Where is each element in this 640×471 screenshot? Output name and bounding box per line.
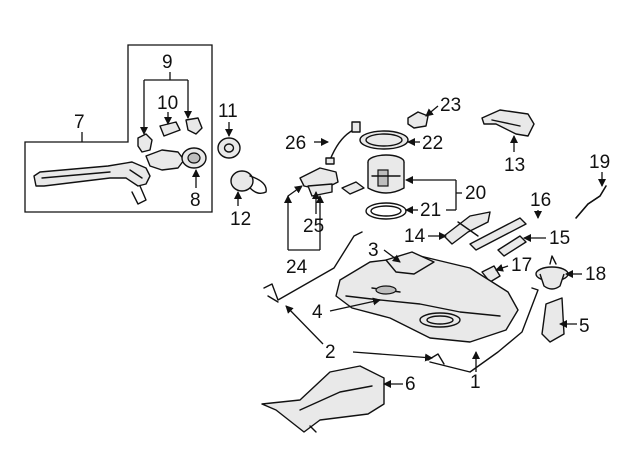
callout-label-7: 7: [74, 112, 85, 133]
callout-label-11: 11: [218, 101, 238, 122]
vent-tube-part: [575, 185, 607, 219]
fuel-gauge-float-part: [535, 255, 569, 290]
leader-lines: [81, 72, 606, 388]
callout-label-9: 9: [162, 52, 173, 73]
callout-label-4: 4: [312, 302, 323, 323]
callout-label-13: 13: [504, 155, 525, 176]
callout-label-25: 25: [303, 216, 324, 237]
filler-pipe-part: [33, 149, 185, 205]
sender-unit-part: [407, 111, 429, 129]
callout-label-24: 24: [286, 257, 308, 278]
pump-seal-ring-part: [359, 130, 409, 150]
callout-label-17: 17: [511, 255, 532, 276]
skid-plate-part: [261, 365, 385, 433]
callout-label-5: 5: [579, 316, 590, 337]
vent-hose-parts: [443, 211, 527, 257]
callout-label-14: 14: [404, 226, 426, 247]
callout-label-8: 8: [190, 190, 201, 211]
callout-label-6: 6: [405, 374, 416, 395]
fuel-cap-tether-part: [230, 170, 267, 195]
callout-label-20: 20: [465, 183, 486, 204]
callout-label-22: 22: [422, 133, 443, 154]
lock-ring-part: [365, 202, 407, 220]
callout-label-16: 16: [530, 190, 551, 211]
callout-label-19: 19: [589, 152, 610, 173]
callout-label-26: 26: [285, 133, 306, 154]
wire-harness-part: [325, 121, 361, 165]
pump-bracket-part: [299, 167, 365, 197]
hose-clamp-parts: [137, 117, 203, 153]
callout-label-15: 15: [549, 228, 570, 249]
callout-label-2: 2: [325, 342, 336, 363]
callout-label-18: 18: [585, 264, 606, 285]
callout-label-1: 1: [470, 372, 481, 393]
callout-label-10: 10: [157, 93, 178, 114]
callout-label-3: 3: [368, 240, 379, 261]
gasket-ring-part: [217, 137, 241, 159]
filler-cap-part: [181, 147, 207, 169]
side-shield-part: [541, 297, 565, 343]
fuel-pump-module-part: [367, 154, 405, 194]
heat-shield-top-part: [481, 109, 535, 137]
callout-label-23: 23: [440, 95, 461, 116]
filler-pipe-group-box: [24, 44, 213, 213]
callout-label-21: 21: [420, 200, 441, 221]
callout-label-12: 12: [230, 209, 251, 230]
